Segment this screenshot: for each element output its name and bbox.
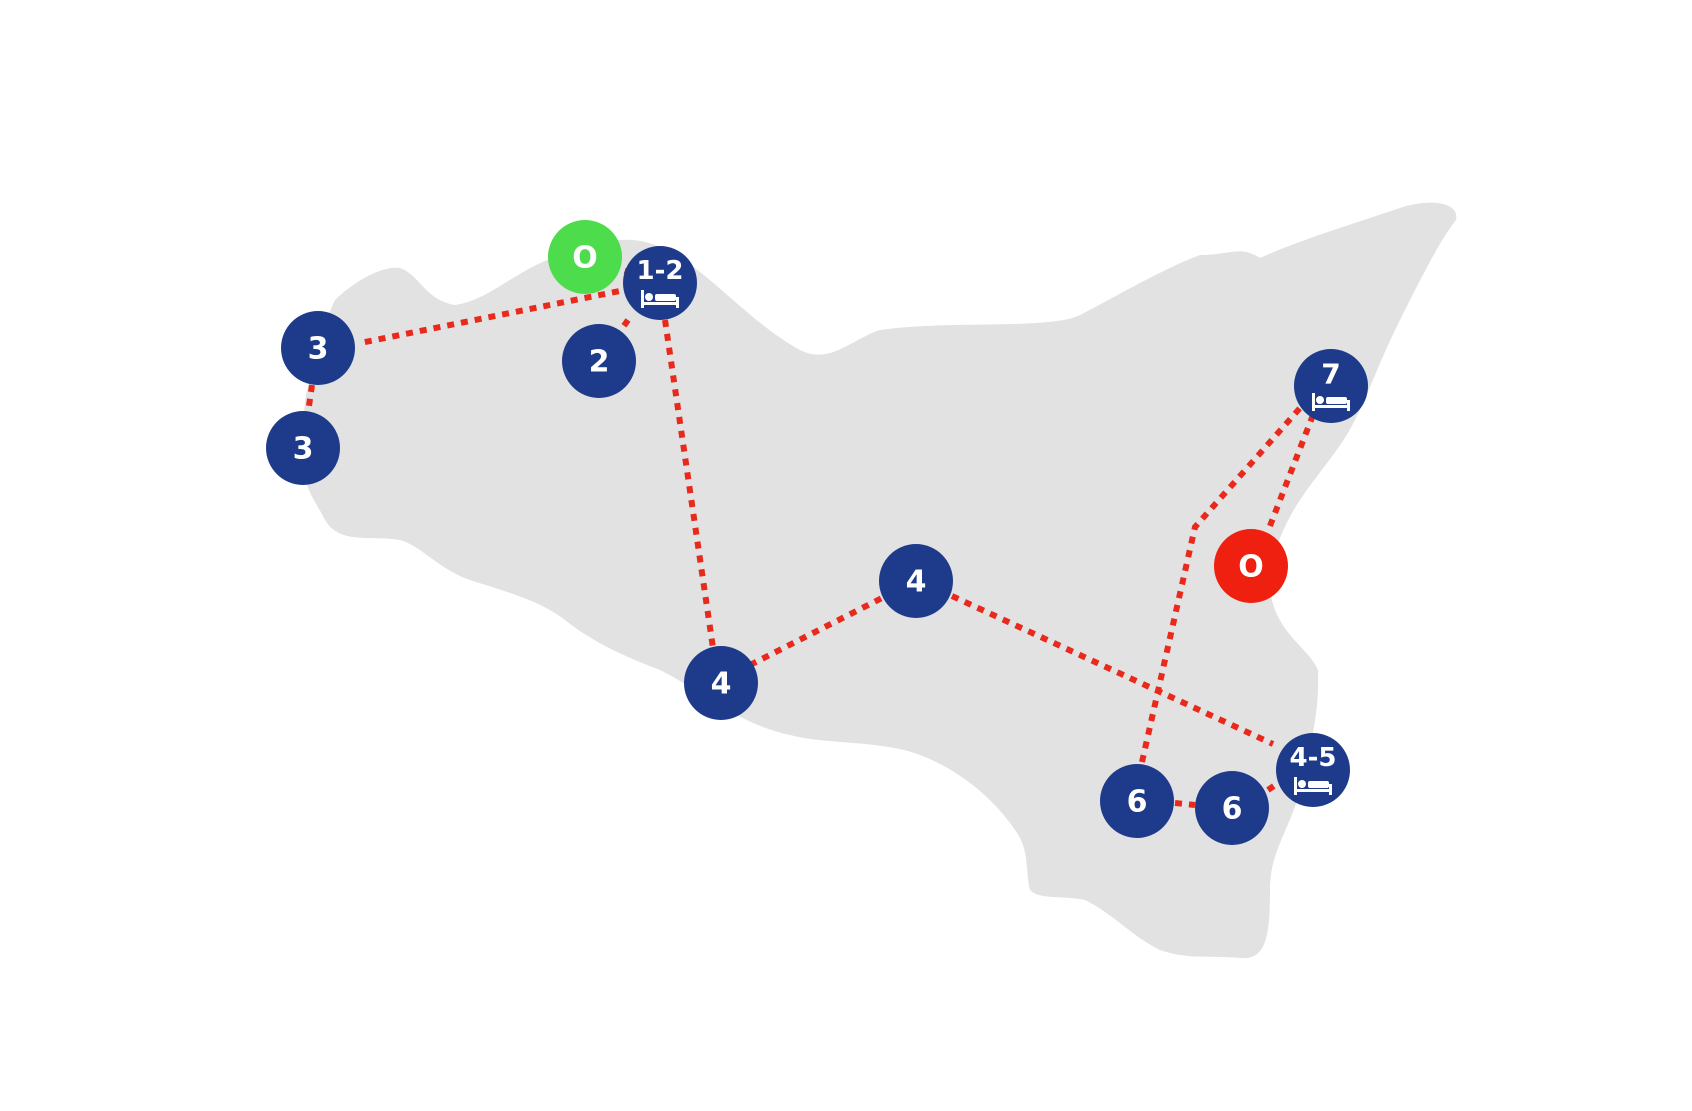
marker-circle: [1100, 764, 1174, 838]
marker-circle: [281, 311, 355, 385]
marker-label: 3: [308, 332, 329, 367]
marker-label: 3: [293, 432, 314, 467]
stop-marker-southeast[interactable]: 4-5: [1276, 733, 1350, 807]
stop-marker-start[interactable]: O: [548, 220, 622, 294]
stop-marker-center[interactable]: 4: [879, 544, 953, 618]
route-segment: [1266, 780, 1280, 793]
marker-label: 2: [589, 345, 610, 380]
marker-circle: [1195, 771, 1269, 845]
route-segment: [1139, 406, 1303, 763]
marker-label: 6: [1127, 785, 1148, 820]
route-segment: [1265, 413, 1316, 533]
stop-marker-northeast[interactable]: 7: [1294, 349, 1368, 423]
stop-marker-west-b[interactable]: 3: [266, 411, 340, 485]
marker-label: 7: [1321, 358, 1340, 391]
route-segment: [748, 595, 884, 668]
marker-label: 4: [906, 565, 927, 600]
stop-marker-end[interactable]: O: [1214, 529, 1288, 603]
route-segment: [950, 593, 1275, 747]
marker-label: 4-5: [1290, 743, 1337, 773]
bed-icon: [1312, 393, 1350, 411]
marker-label: O: [1238, 550, 1264, 585]
marker-label: 4: [711, 667, 732, 702]
marker-circle: [1214, 529, 1288, 603]
route-segment: [1174, 800, 1196, 808]
bed-icon: [641, 290, 679, 308]
stop-marker-south-b[interactable]: 6: [1100, 764, 1174, 838]
stop-marker-palermo[interactable]: 1-2: [623, 246, 697, 320]
marker-circle: [266, 411, 340, 485]
marker-label: 1-2: [637, 256, 684, 286]
bed-icon: [1294, 777, 1332, 795]
stop-marker-west-a[interactable]: 3: [281, 311, 355, 385]
stop-marker-south-a[interactable]: 4: [684, 646, 758, 720]
stop-marker-monreale[interactable]: 2: [562, 324, 636, 398]
marker-circle: [548, 220, 622, 294]
stop-marker-south-c[interactable]: 6: [1195, 771, 1269, 845]
marker-label: 6: [1222, 792, 1243, 827]
marker-circle: [879, 544, 953, 618]
marker-label: O: [572, 241, 598, 276]
route-segment: [359, 280, 661, 346]
marker-circle: [684, 646, 758, 720]
marker-circle: [562, 324, 636, 398]
